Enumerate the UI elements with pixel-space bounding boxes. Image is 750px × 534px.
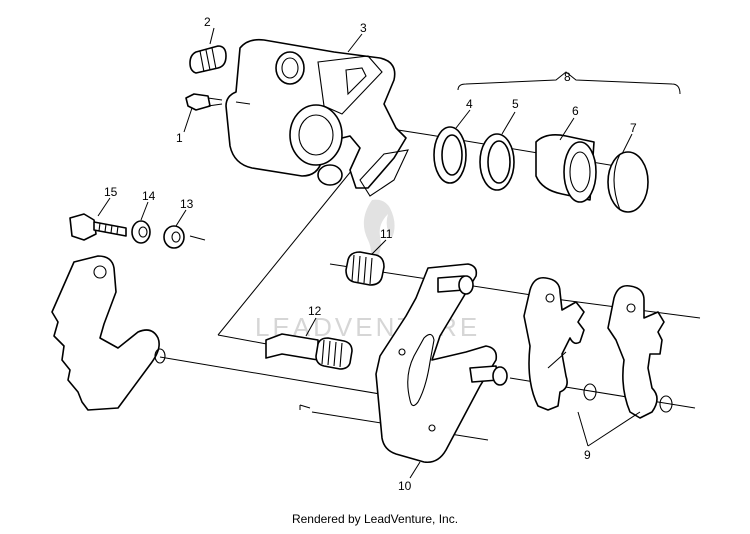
brake-pad-inner [523, 276, 597, 411]
callout-10: 10 [398, 479, 412, 493]
callout-13: 13 [180, 197, 194, 211]
guide-pin-sleeve-upper [345, 251, 385, 286]
callout-7: 7 [630, 121, 637, 135]
caliper-piston [535, 134, 597, 203]
flat-washer [163, 225, 185, 249]
mounting-bolt [69, 213, 127, 241]
guide-pin [265, 333, 353, 370]
bleeder-screw [185, 93, 223, 111]
callout-1: 1 [176, 131, 183, 145]
callout-11: 11 [380, 227, 393, 241]
callout-4: 4 [466, 97, 473, 111]
callout-5: 5 [512, 97, 519, 111]
caliper-bracket [375, 263, 508, 464]
group-bracket [457, 71, 681, 95]
callout-2: 2 [204, 15, 211, 29]
bleeder-cap [189, 45, 227, 74]
callout-9: 9 [584, 448, 591, 462]
piston-boot [607, 151, 649, 213]
brake-pad-outer [607, 284, 673, 419]
caliper-body [225, 38, 409, 197]
mounting-arm [51, 255, 166, 411]
leader-lines [97, 27, 641, 479]
callouts: 2 1 3 8 4 5 6 7 15 14 13 11 12 10 9 [104, 15, 637, 493]
callout-12: 12 [308, 304, 322, 318]
dust-seal [479, 133, 515, 191]
callout-6: 6 [572, 104, 579, 118]
callout-3: 3 [360, 21, 367, 35]
callout-14: 14 [142, 189, 156, 203]
lock-washer [131, 220, 151, 244]
callout-8: 8 [564, 70, 571, 84]
callout-15: 15 [104, 185, 118, 199]
footer-credit: Rendered by LeadVenture, Inc. [291, 512, 459, 526]
piston-seal [433, 126, 467, 184]
